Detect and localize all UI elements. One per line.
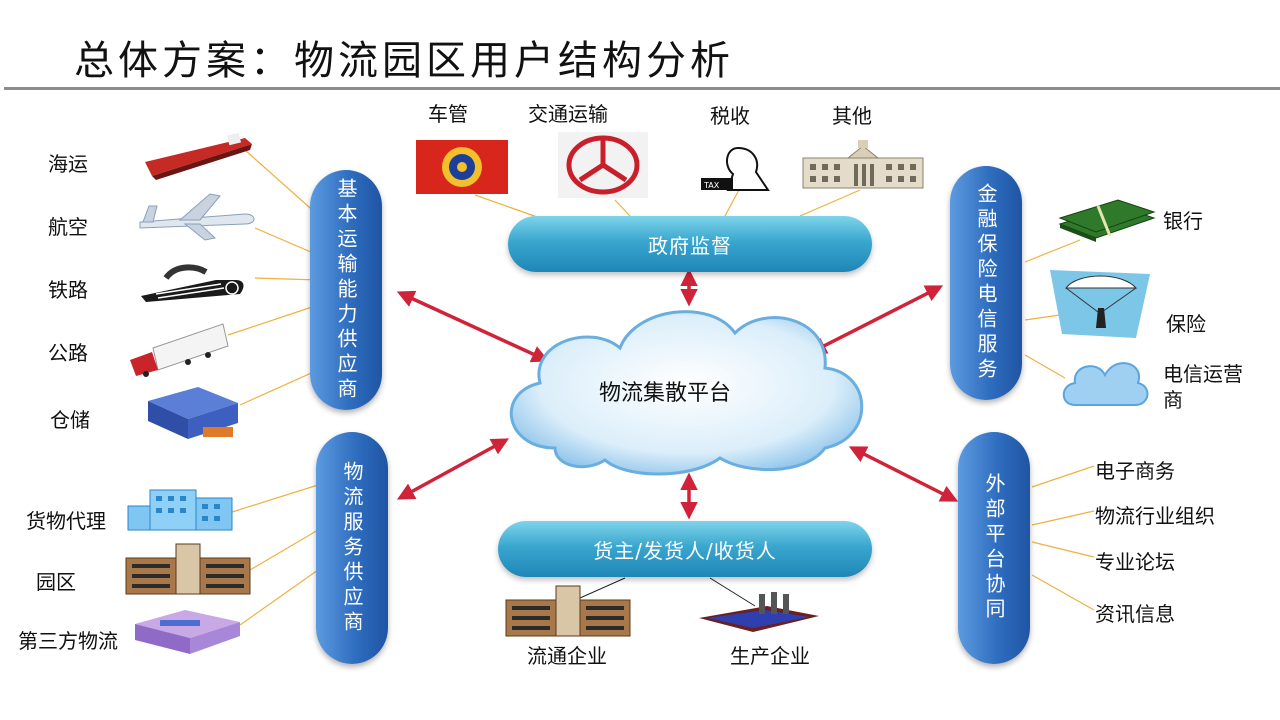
ship-icon <box>145 132 252 180</box>
shipper-item-label: 生产企业 <box>730 644 810 668</box>
transport-item-label: 海运 <box>48 152 88 176</box>
external-hub-label: 外部平台协同 <box>982 473 1006 623</box>
cloud-telecom-icon <box>1062 362 1149 406</box>
transport-item-label: 仓储 <box>50 408 90 432</box>
office-building-icon <box>127 489 233 531</box>
distribution-company-icon <box>505 585 631 637</box>
transport-hub-label: 基本运输能力供应商 <box>334 177 358 403</box>
logistics-hub: 物流服务供应商 <box>316 432 388 664</box>
finance-connectors <box>1024 239 1081 379</box>
tax-icon: TAX <box>701 146 770 191</box>
warehouse-icon <box>148 387 238 439</box>
external-item-label: 资讯信息 <box>1095 602 1175 626</box>
government-building-icon <box>802 140 924 189</box>
government-hub: 政府监督 <box>508 216 872 272</box>
external-item-label: 专业论坛 <box>1095 550 1175 574</box>
parachute-insurance-icon <box>1050 270 1150 338</box>
government-hub-label: 政府监督 <box>648 233 732 258</box>
finance-hub: 金融保险电信服务 <box>950 166 1022 400</box>
transport-item-label: 航空 <box>48 215 88 239</box>
external-item-label: 电子商务 <box>1095 459 1175 483</box>
park-building-icon <box>125 543 251 595</box>
police-badge-icon <box>416 140 508 194</box>
finance-item-label: 银行 <box>1163 209 1203 233</box>
factory-icon <box>699 592 819 632</box>
center-platform-label: 物流集散平台 <box>598 381 731 406</box>
transport-connectors <box>227 149 319 406</box>
page-title: 总体方案：物流园区用户结构分析 <box>74 38 734 84</box>
airplane-icon <box>139 193 255 241</box>
external-connectors <box>1031 465 1095 611</box>
money-stack-icon <box>1058 199 1156 242</box>
external-hub: 外部平台协同 <box>958 432 1030 664</box>
logistics-item-label: 第三方物流 <box>18 629 118 653</box>
finance-item-label: 保险 <box>1166 312 1206 336</box>
transport-item-label: 公路 <box>48 341 88 365</box>
train-icon <box>141 264 244 302</box>
transport-logo-icon <box>558 132 648 198</box>
logistics-hub-label: 物流服务供应商 <box>340 460 364 636</box>
shipper-hub: 货主/发货人/收货人 <box>498 521 872 577</box>
shipper-connectors <box>579 577 756 607</box>
svg-text:TAX: TAX <box>703 181 720 190</box>
gov-item-label: 其他 <box>832 104 872 128</box>
title-divider <box>4 87 1280 90</box>
transport-hub: 基本运输能力供应商 <box>310 170 382 410</box>
finance-item-label: 商 <box>1163 388 1183 412</box>
government-connectors <box>474 187 861 219</box>
logistics-item-label: 货物代理 <box>26 509 106 533</box>
gov-item-label: 交通运输 <box>528 102 608 126</box>
logistics-connectors <box>231 484 319 626</box>
truck-icon <box>130 323 229 377</box>
finance-hub-label: 金融保险电信服务 <box>974 183 998 383</box>
gov-item-label: 车管 <box>428 102 468 126</box>
gov-item-label: 税收 <box>710 104 750 128</box>
transport-item-label: 铁路 <box>48 278 88 302</box>
logistics-item-label: 园区 <box>36 570 76 594</box>
shipper-item-label: 流通企业 <box>527 644 607 668</box>
external-item-label: 物流行业组织 <box>1095 504 1215 528</box>
shipper-hub-label: 货主/发货人/收货人 <box>593 538 777 563</box>
finance-item-label: 电信运营 <box>1163 362 1243 386</box>
cloud-icon <box>509 310 864 476</box>
logistics-center-icon <box>135 610 240 654</box>
red-arrows <box>396 268 959 520</box>
